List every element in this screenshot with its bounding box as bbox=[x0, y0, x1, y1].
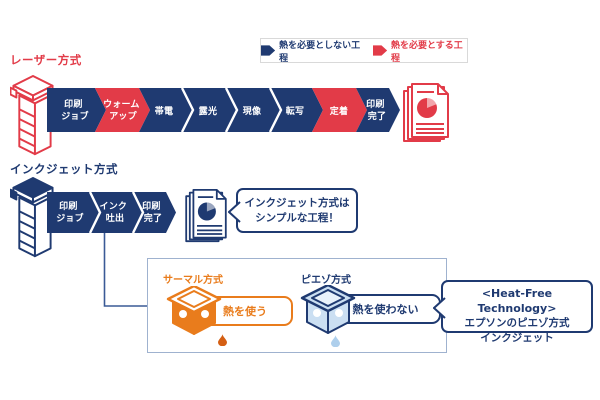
thermal-printhead-icon bbox=[166, 286, 222, 335]
heat-free-bubble-line3: インクジェット bbox=[480, 331, 554, 344]
inkjet-process-band: 印刷 ジョブ インク 吐出 印刷 完了 bbox=[47, 192, 176, 233]
laser-step-label: 転写 bbox=[286, 105, 304, 117]
cool-ink-drop-icon bbox=[331, 335, 340, 347]
laser-printout-icon bbox=[403, 83, 449, 142]
heat-arrow-icon bbox=[372, 45, 387, 56]
laser-step-label: 定着 bbox=[329, 105, 348, 117]
piezo-no-heat-label-text: 熱を使わない bbox=[352, 303, 419, 316]
laser-step-print-job bbox=[47, 88, 106, 132]
band-separator bbox=[268, 88, 283, 132]
hot-ink-drop-icon bbox=[218, 334, 227, 346]
laser-step-label: 現像 bbox=[243, 105, 262, 117]
laser-step-label: 露光 bbox=[199, 105, 217, 117]
laser-step-done bbox=[356, 88, 400, 132]
thermal-heat-label-text: 熱を使う bbox=[223, 305, 267, 318]
laser-printer-icon bbox=[10, 74, 54, 156]
heat-free-bubble-line2: エプソンのピエゾ方式 bbox=[464, 317, 570, 329]
legend-item-no-heat: 熱を必要としない工程 bbox=[261, 38, 364, 64]
legend-heat-label: 熱を必要とする工程 bbox=[391, 40, 463, 64]
laser-step-label: 印刷 ジョブ bbox=[61, 98, 89, 122]
inkjet-printer-icon bbox=[10, 176, 54, 258]
bubble-tail-icon bbox=[228, 201, 241, 223]
no-heat-arrow-icon bbox=[261, 45, 276, 56]
inkjet-step-done bbox=[133, 192, 176, 233]
laser-step-charge bbox=[139, 88, 193, 132]
piezo-method-title: ピエゾ方式 bbox=[301, 275, 351, 286]
legend-item-heat: 熱を必要とする工程 bbox=[372, 38, 467, 64]
inkjet-bubble-line1: インクジェット方式は bbox=[244, 197, 350, 209]
band-separator bbox=[131, 192, 145, 233]
band-separator bbox=[224, 88, 239, 132]
band-separator bbox=[88, 192, 102, 233]
laser-step-expose bbox=[182, 88, 237, 132]
heat-free-speech-bubble: <Heat-Free Technology> エプソンのピエゾ方式 インクジェッ… bbox=[433, 280, 593, 344]
inkjet-step-label: 印刷 ジョブ bbox=[56, 200, 84, 224]
heat-legend: 熱を必要としない工程 熱を必要とする工程 bbox=[260, 38, 468, 64]
laser-section-title: レーザー方式 bbox=[10, 53, 82, 67]
inkjet-step-label: インク 吐出 bbox=[100, 201, 131, 224]
inkjet-step-label: 印刷 完了 bbox=[142, 200, 164, 224]
inkjet-speech-bubble: インクジェット方式は シンプルな工程！ bbox=[228, 188, 358, 233]
inkjet-bubble-line2: シンプルな工程！ bbox=[255, 212, 339, 224]
laser-step-label: 帯電 bbox=[155, 105, 173, 117]
inkjet-step-eject-ink bbox=[90, 192, 143, 233]
inkjet-printout-icon bbox=[185, 189, 227, 243]
connector-line bbox=[103, 233, 149, 307]
band-separator bbox=[180, 88, 195, 132]
laser-process-band: 印刷 ジョブ ウォーム アップ 帯電 露光 現像 転写 定着 印刷 完了 bbox=[47, 88, 400, 132]
inkjet-section-title: インクジェット方式 bbox=[10, 162, 118, 176]
inkjet-step-print-job bbox=[47, 192, 100, 233]
laser-step-fix bbox=[312, 88, 367, 132]
laser-step-develop bbox=[226, 88, 281, 132]
laser-step-transfer bbox=[270, 88, 323, 132]
laser-step-warm-up bbox=[95, 88, 150, 132]
piezo-printhead-icon bbox=[300, 285, 356, 334]
heat-free-bubble-line1: <Heat-Free Technology> bbox=[477, 287, 557, 315]
laser-step-label: 印刷 完了 bbox=[366, 98, 388, 122]
legend-no-heat-label: 熱を必要としない工程 bbox=[279, 40, 361, 64]
thermal-method-title: サーマル方式 bbox=[163, 275, 223, 286]
laser-step-label: ウォーム アップ bbox=[103, 99, 143, 122]
bubble-tail-icon bbox=[433, 297, 446, 319]
